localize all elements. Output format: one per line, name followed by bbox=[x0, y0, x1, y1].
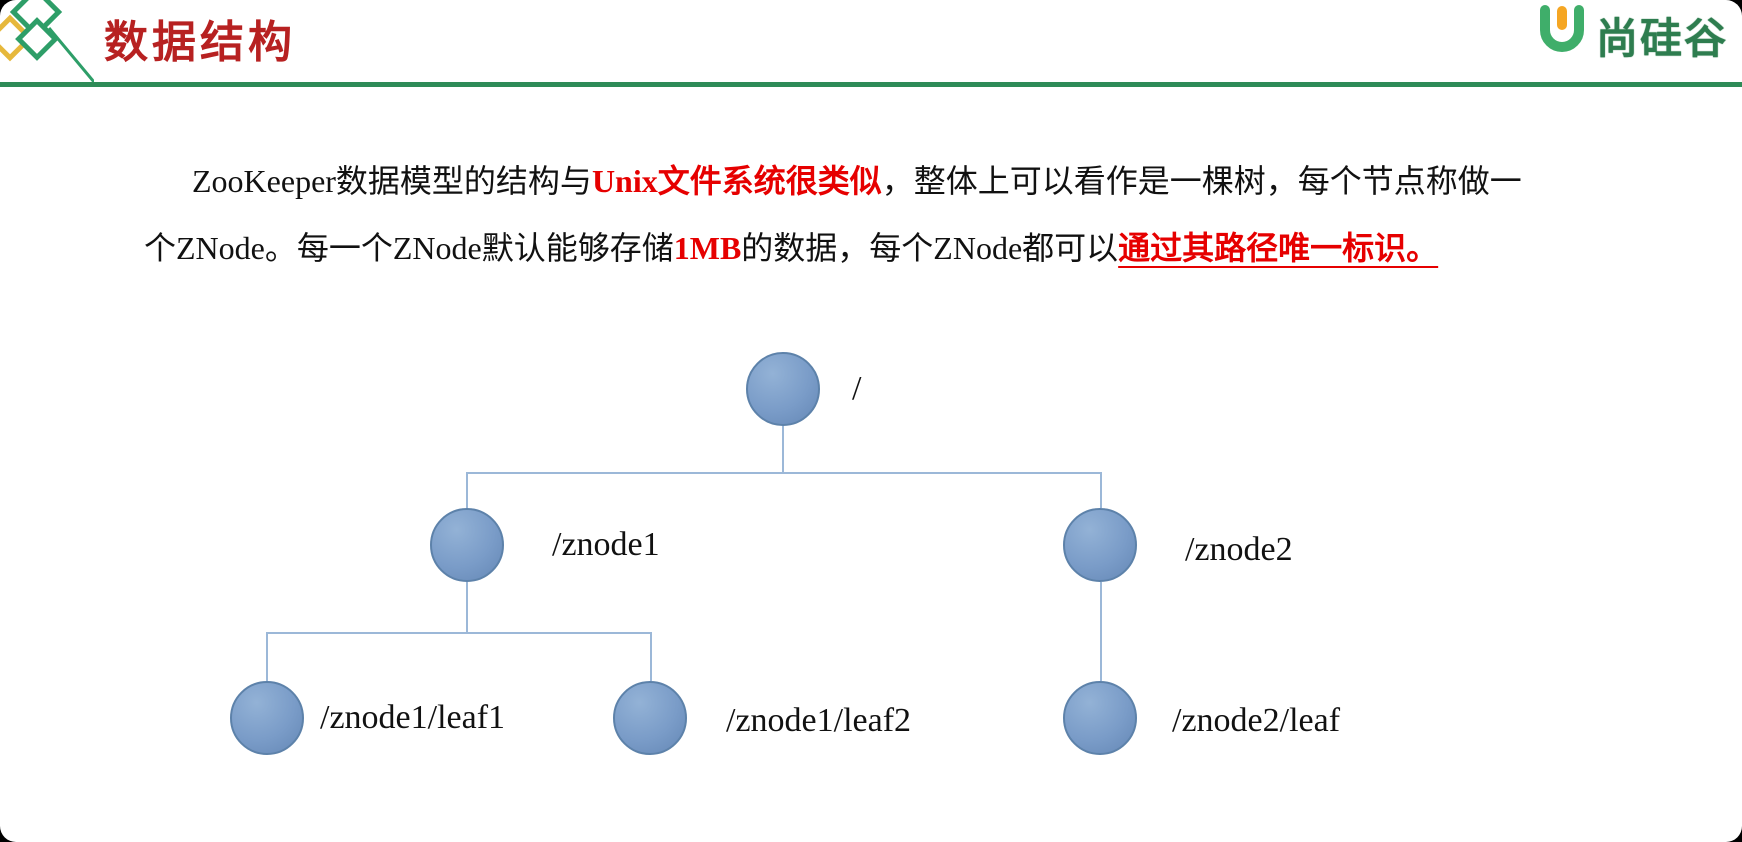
tree-connector-znode2-drop bbox=[1100, 472, 1102, 508]
tree-node-znode2-circle bbox=[1063, 508, 1137, 582]
text-segment-highlight: Unix文件系统很类似 bbox=[591, 163, 882, 199]
tree-connector-znode1-stem bbox=[466, 582, 468, 634]
tree-node-znode1-label: /znode1 bbox=[552, 526, 660, 563]
page-title: 数据结构 bbox=[104, 18, 296, 67]
diamond-logo-icon bbox=[0, 0, 96, 87]
text-segment: 的数据，每个ZNode都可以 bbox=[741, 230, 1119, 266]
tree-node-leaf3-circle bbox=[1063, 681, 1137, 755]
tree-connector-leaf1-drop bbox=[266, 632, 268, 681]
tree-connector-leaf2-drop bbox=[650, 632, 652, 681]
paragraph-line-1: ZooKeeper数据模型的结构与Unix文件系统很类似，整体上可以看作是一棵树… bbox=[144, 148, 1704, 215]
tree-connector-znode2-stem bbox=[1100, 582, 1102, 681]
tree-node-leaf2-circle bbox=[613, 681, 687, 755]
slide-header: 数据结构 尚硅谷 bbox=[0, 0, 1742, 90]
body-paragraph: ZooKeeper数据模型的结构与Unix文件系统很类似，整体上可以看作是一棵树… bbox=[144, 148, 1704, 282]
tree-node-root-label: / bbox=[852, 370, 862, 407]
tree-connector-mid-horizontal bbox=[266, 632, 652, 634]
brand-name: 尚硅谷 bbox=[1595, 17, 1728, 63]
tree-node-root-circle bbox=[746, 352, 820, 426]
tree-node-leaf1-label: /znode1/leaf1 bbox=[320, 699, 506, 736]
brand-logo: 尚硅谷 bbox=[1534, 4, 1728, 67]
text-segment-highlight-underline: 通过其路径唯一标识。 bbox=[1118, 230, 1439, 266]
paragraph-line-2: 个ZNode。每一个ZNode默认能够存储1MB的数据，每个ZNode都可以通过… bbox=[144, 215, 1704, 282]
text-segment: 个ZNode。每一个ZNode默认能够存储 bbox=[144, 230, 674, 266]
brand-u-icon bbox=[1534, 4, 1590, 67]
tree-node-leaf1-circle bbox=[230, 681, 304, 755]
tree-node-leaf3-label: /znode2/leaf bbox=[1172, 702, 1341, 739]
text-segment-highlight: 1MB bbox=[673, 230, 742, 266]
tree-node-znode1-circle bbox=[430, 508, 504, 582]
text-segment: ZooKeeper数据模型的结构与 bbox=[192, 163, 592, 199]
header-divider bbox=[0, 82, 1742, 87]
tree-connector-znode1-drop bbox=[466, 472, 468, 508]
tree-connector-top-horizontal bbox=[466, 472, 1102, 474]
tree-node-znode2-label: /znode2 bbox=[1185, 531, 1293, 568]
tree-connector-root-stem bbox=[782, 426, 784, 473]
text-segment: ，整体上可以看作是一棵树，每个节点称做一 bbox=[881, 163, 1522, 199]
tree-node-leaf2-label: /znode1/leaf2 bbox=[726, 702, 912, 739]
